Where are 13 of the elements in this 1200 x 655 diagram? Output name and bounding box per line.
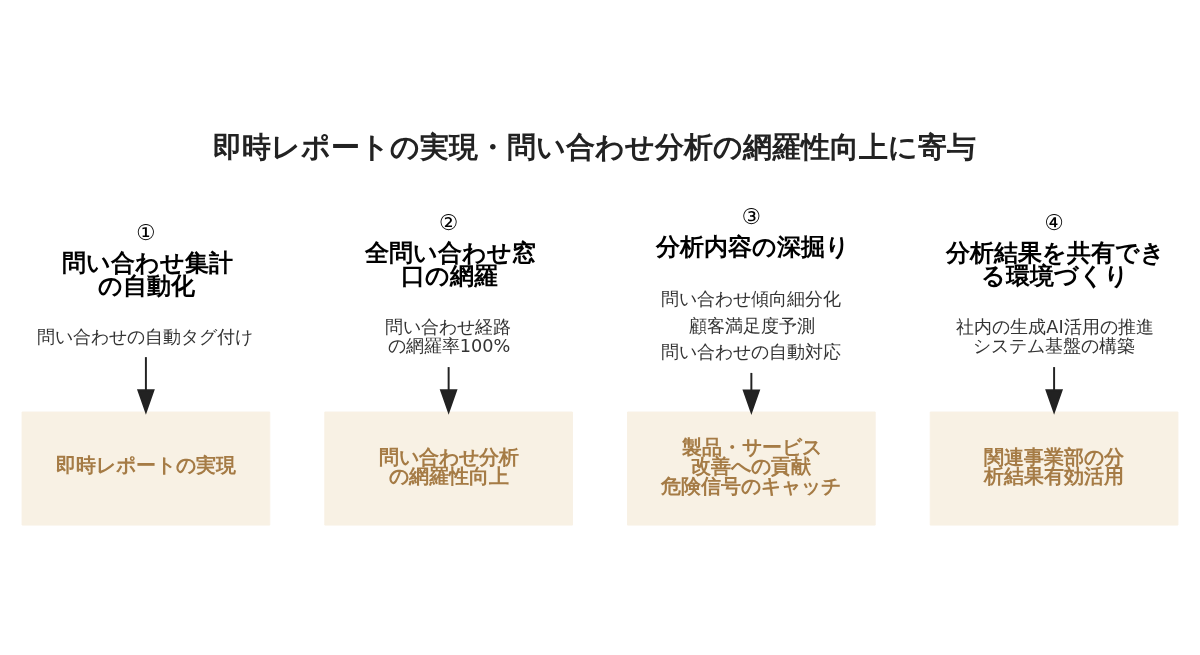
- arrow: [136, 355, 155, 415]
- node-box: 即時レポートの実現: [21, 411, 271, 526]
- node-box: 製品・サービス改善への貢献 危険信号のキャッチ: [627, 411, 876, 526]
- node-text: ③ 分析内容の深掘り 問い合わせ傾向細分化 顧客満足度予測 問い合わせの自動対応: [656, 203, 851, 362]
- node-text: ② 全問い合わせ窓口の網羅 問い合わせ経路の網羅率100%: [364, 209, 536, 356]
- node-text: ④ 分析結果を共有できる環境づくり 社内の生成AI活用の推進システム基盤の構築: [946, 209, 1166, 356]
- arrow: [1045, 365, 1064, 415]
- arrow: [439, 365, 458, 415]
- diagram-title: 即時レポートの実現・問い合わせ分析の網羅性向上に寄与: [213, 129, 977, 164]
- node-box: 問い合わせ分析の網羅性向上: [324, 411, 573, 526]
- arrow: [742, 371, 761, 415]
- node-text: ① 問い合わせ集計の自動化 問い合わせの自動タグ付け: [36, 219, 253, 347]
- node-box: 関連事業部の分析結果有効活用: [929, 411, 1179, 526]
